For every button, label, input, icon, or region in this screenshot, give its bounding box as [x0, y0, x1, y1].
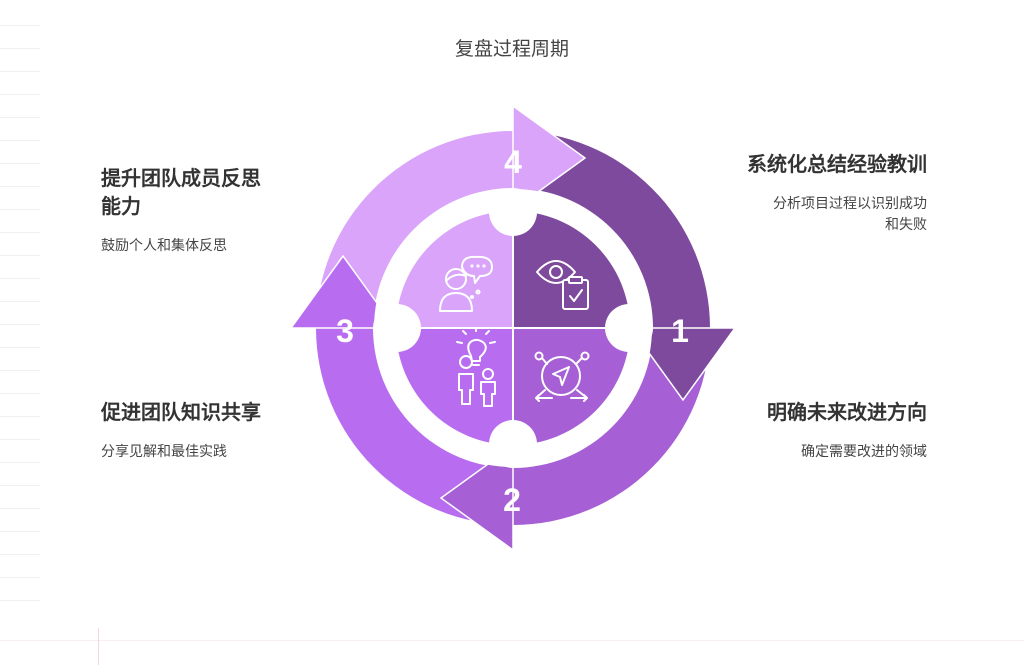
arrow-2-head — [439, 444, 514, 552]
step-4-title: 提升团队成员反思能力 — [101, 166, 261, 218]
step-1-description: 分析项目过程以识别成功和失败 — [773, 196, 927, 233]
step-4-number: 4 — [504, 144, 522, 180]
arrow-4-head — [512, 104, 587, 212]
arrow-2-body — [513, 328, 710, 525]
step-2-number: 2 — [503, 482, 521, 518]
step-3-number: 3 — [336, 313, 354, 349]
people-lightbulb-icon — [456, 327, 496, 407]
person-thinking-icon — [439, 255, 493, 312]
compass-target-icon — [534, 351, 590, 402]
step-4-block: 提升团队成员反思能力 鼓励个人和集体反思 — [101, 164, 286, 257]
arrow-1-body — [513, 131, 710, 328]
step-2-title: 明确未来改进方向 — [767, 400, 927, 424]
step-3-title: 促进团队知识共享 — [101, 400, 261, 424]
step-3-block: 促进团队知识共享 分享见解和最佳实践 — [101, 398, 286, 463]
step-1-title: 系统化总结经验教训 — [747, 152, 927, 176]
diagram-title: 复盘过程周期 — [454, 38, 569, 60]
step-2-block: 明确未来改进方向 确定需要改进的领域 — [742, 398, 927, 463]
step-4-description: 鼓励个人和集体反思 — [101, 238, 227, 254]
step-3-description: 分享见解和最佳实践 — [101, 444, 227, 460]
eye-clipboard-icon — [536, 260, 589, 310]
arrow-4-body — [316, 131, 513, 328]
quadrant-3 — [396, 328, 513, 445]
arrow-3-head — [289, 254, 397, 329]
step-2-description: 确定需要改进的领域 — [801, 444, 927, 460]
step-1-number: 1 — [671, 313, 689, 349]
arrow-1-head — [629, 327, 737, 402]
step-1-block: 系统化总结经验教训 分析项目过程以识别成功和失败 — [742, 150, 927, 236]
arrow-3-body — [316, 328, 513, 525]
